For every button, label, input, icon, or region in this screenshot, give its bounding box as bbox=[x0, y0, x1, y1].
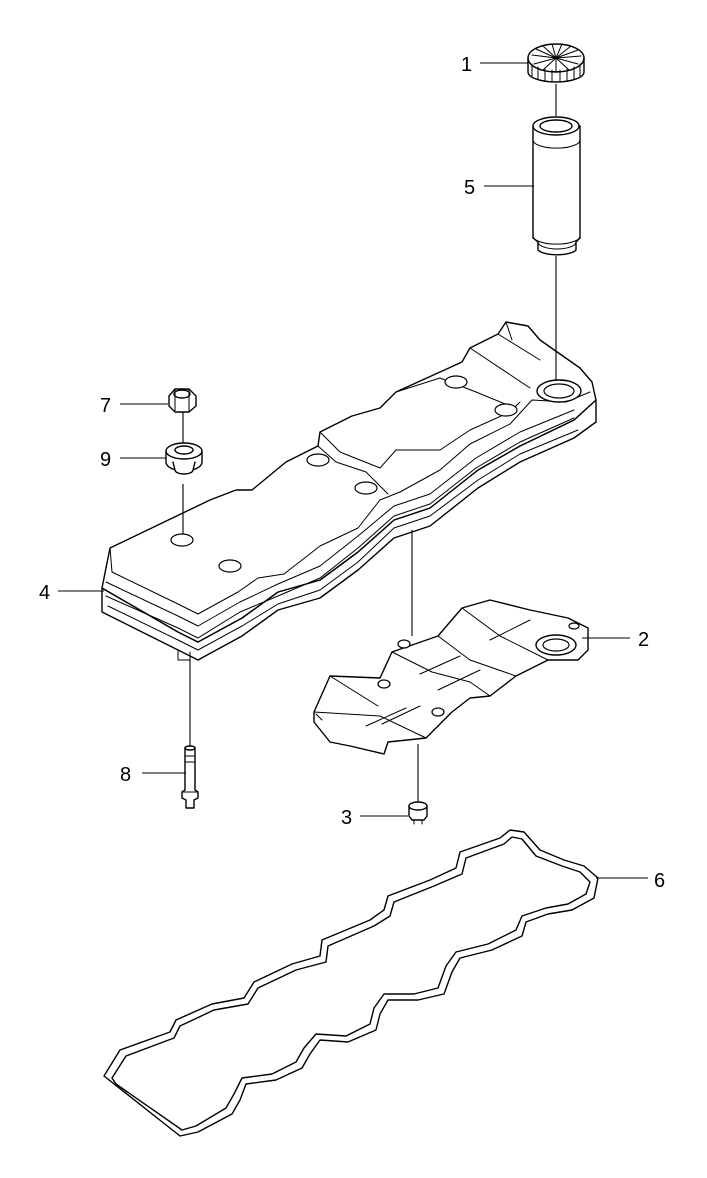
baffle-screw-part bbox=[408, 801, 428, 825]
valve-cover-part bbox=[101, 321, 597, 661]
stud-bolt-part bbox=[181, 745, 199, 809]
callout-9: 9 bbox=[100, 449, 111, 471]
oil-filler-neck-part bbox=[532, 116, 581, 256]
cover-nut-part bbox=[168, 388, 197, 413]
valve-cover-gasket-part bbox=[103, 829, 599, 1137]
callout-labels: 1 2 3 4 5 6 7 8 9 bbox=[39, 54, 665, 892]
callout-5: 5 bbox=[464, 177, 475, 199]
callout-8: 8 bbox=[120, 764, 131, 786]
callout-4: 4 bbox=[39, 582, 50, 604]
oil-filler-cap-part bbox=[527, 43, 585, 83]
grommet-part bbox=[165, 442, 203, 475]
baffle-plate-part bbox=[313, 599, 589, 755]
callout-1: 1 bbox=[461, 54, 472, 76]
callout-6: 6 bbox=[654, 870, 665, 892]
callout-2: 2 bbox=[638, 629, 649, 651]
callout-3: 3 bbox=[341, 807, 352, 829]
callout-7: 7 bbox=[100, 395, 111, 417]
leader-lines bbox=[58, 62, 648, 879]
